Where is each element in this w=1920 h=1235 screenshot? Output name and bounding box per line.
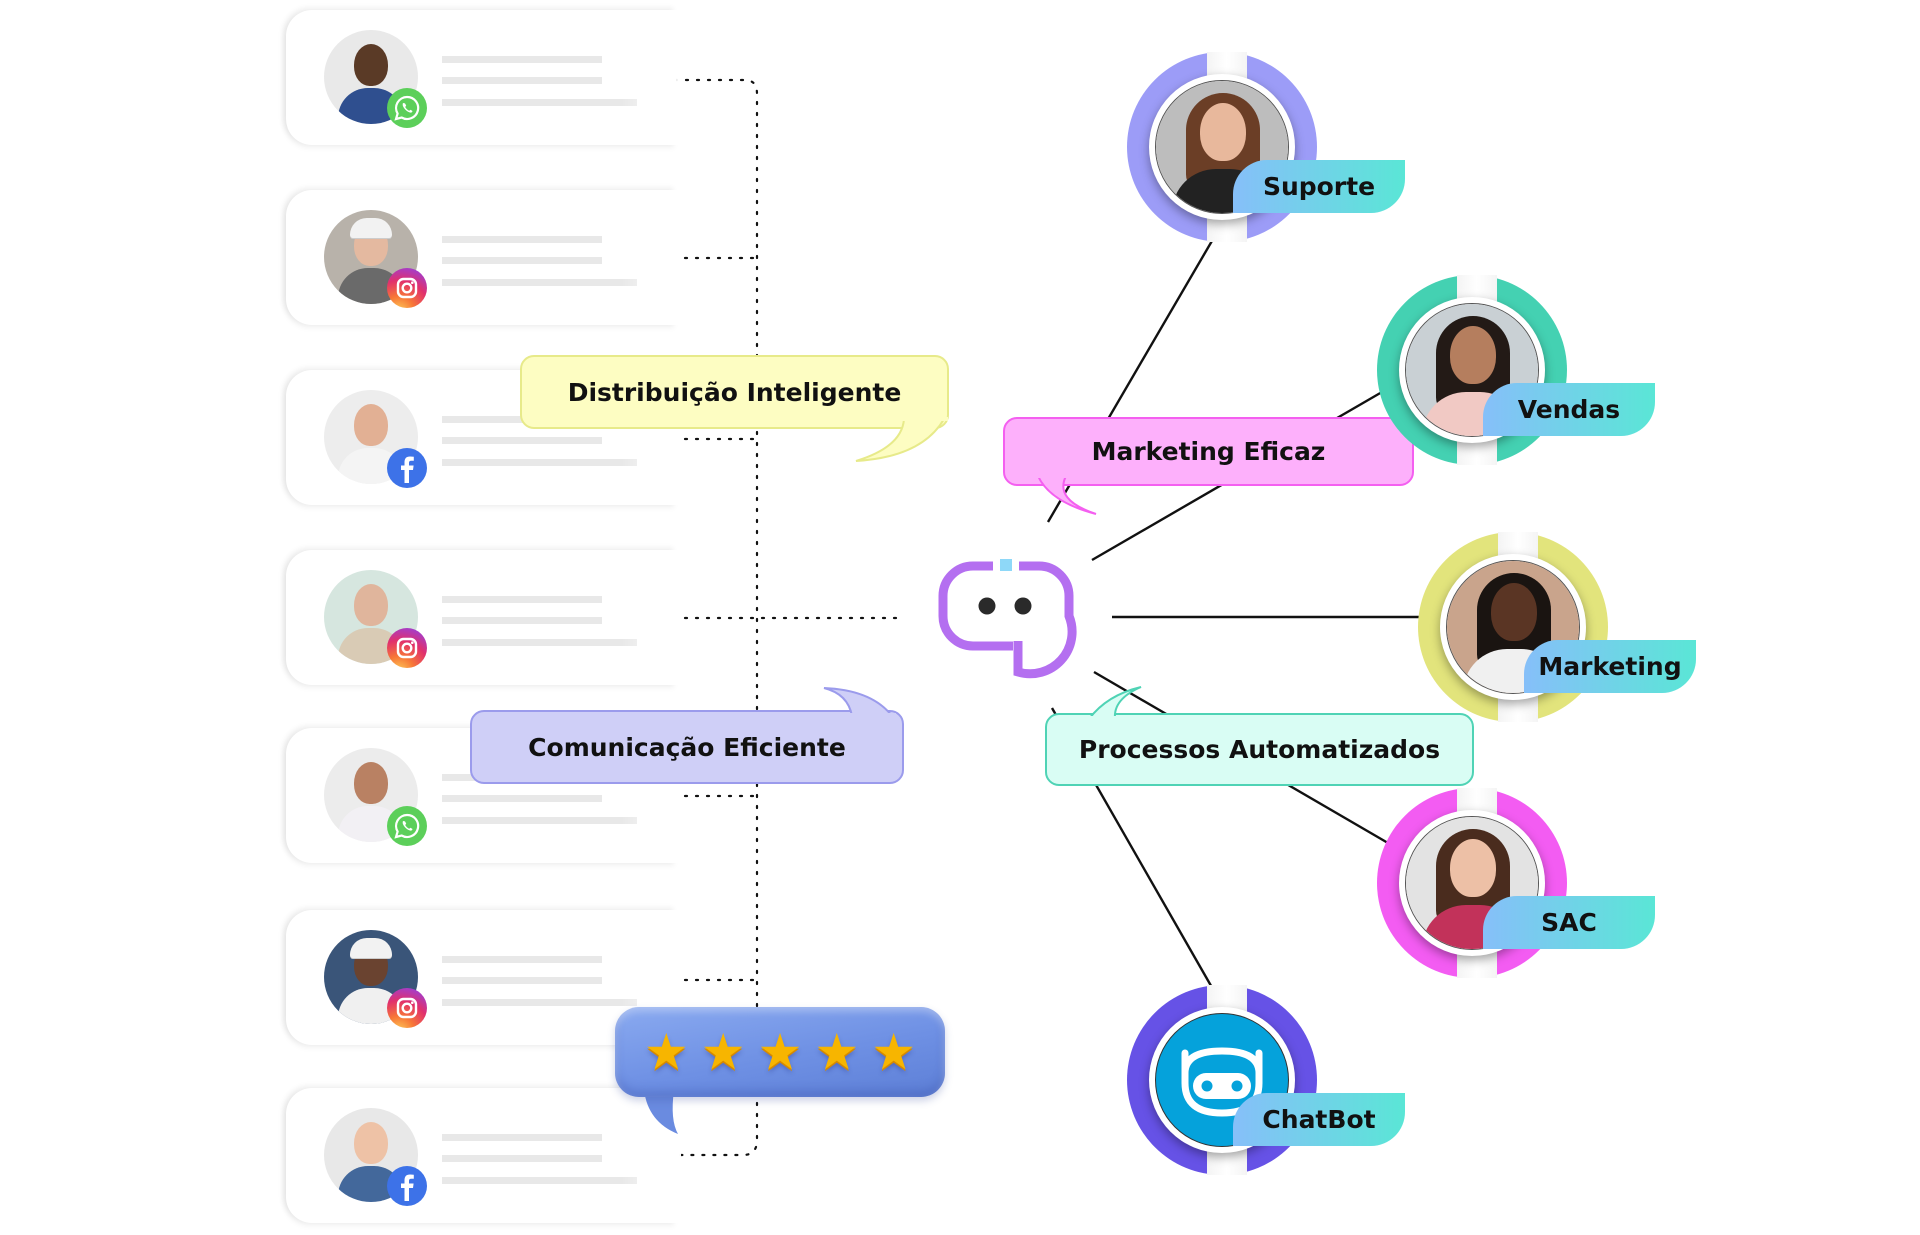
rating-bubble-tail — [644, 1090, 678, 1134]
agent-marketing[interactable]: Marketing — [1418, 532, 1696, 722]
bubble-marketing-eficaz: Marketing Eficaz — [1003, 417, 1414, 515]
contact-card[interactable] — [286, 10, 681, 145]
contact-avatar — [324, 570, 418, 664]
agent-label: Suporte — [1233, 160, 1405, 213]
contact-card[interactable] — [286, 190, 681, 325]
star-icon: ★ — [871, 1023, 917, 1081]
bubble-comunicacao-eficiente: Comunicação Eficiente — [470, 687, 904, 784]
agent-frame — [1440, 554, 1586, 700]
instagram-icon — [387, 268, 427, 308]
bubble-text: Processos Automatizados — [1078, 735, 1441, 764]
facebook-icon — [387, 448, 427, 488]
agent-label: ChatBot — [1233, 1093, 1405, 1146]
agent-vendas[interactable]: Vendas — [1377, 275, 1655, 465]
chat-bot-logo-icon — [935, 556, 1077, 680]
hard-hat — [350, 218, 392, 238]
message-placeholder-line — [442, 257, 602, 264]
contact-card[interactable] — [286, 910, 681, 1045]
instagram-icon — [387, 628, 427, 668]
message-placeholder-line — [442, 977, 602, 984]
agent-chatbot[interactable]: ChatBot — [1127, 985, 1405, 1175]
message-placeholder-line — [442, 279, 637, 286]
agent-frame — [1399, 810, 1545, 956]
message-placeholder-line — [442, 56, 602, 63]
message-placeholder-line — [442, 1177, 637, 1184]
star-icon: ★ — [814, 1023, 860, 1081]
message-placeholder-line — [442, 459, 637, 466]
rating-bubble: ★★★★★ — [615, 1007, 945, 1097]
bubble-text: Distribuição Inteligente — [567, 377, 902, 407]
message-placeholder-line — [442, 99, 637, 106]
bubble-processos-automatizados: Processos Automatizados — [1045, 686, 1474, 786]
agent-suporte[interactable]: Suporte — [1127, 52, 1405, 242]
bubble-text: Marketing Eficaz — [1091, 437, 1326, 466]
star-icon: ★ — [757, 1023, 803, 1081]
contact-card[interactable] — [286, 1088, 681, 1223]
message-placeholder-line — [442, 795, 602, 802]
message-placeholder-line — [442, 236, 602, 243]
message-placeholder-line — [442, 999, 637, 1006]
message-placeholder-line — [442, 1134, 602, 1141]
message-placeholder-line — [442, 77, 602, 84]
bubble-text: Comunicação Eficiente — [528, 732, 846, 762]
star-icon: ★ — [700, 1023, 746, 1081]
agent-sac[interactable]: SAC — [1377, 788, 1655, 978]
whatsapp-icon — [387, 806, 427, 846]
instagram-icon — [387, 988, 427, 1028]
message-placeholder-line — [442, 437, 602, 444]
message-placeholder-line — [442, 596, 602, 603]
message-placeholder-line — [442, 817, 637, 824]
message-placeholder-line — [442, 639, 637, 646]
agent-label: Marketing — [1524, 640, 1696, 693]
whatsapp-icon — [387, 88, 427, 128]
agent-label: Vendas — [1483, 383, 1655, 436]
message-placeholder-line — [442, 617, 602, 624]
message-placeholder-line — [442, 1155, 602, 1162]
hard-hat — [350, 938, 392, 958]
contact-card[interactable] — [286, 550, 681, 685]
dotted-connector-trunk — [673, 78, 759, 1157]
facebook-icon — [387, 1166, 427, 1206]
star-icon: ★ — [643, 1023, 689, 1081]
message-placeholder-line — [442, 956, 602, 963]
agent-label: SAC — [1483, 896, 1655, 949]
bubble-distribuicao-inteligente: Distribuição Inteligente — [520, 355, 949, 462]
